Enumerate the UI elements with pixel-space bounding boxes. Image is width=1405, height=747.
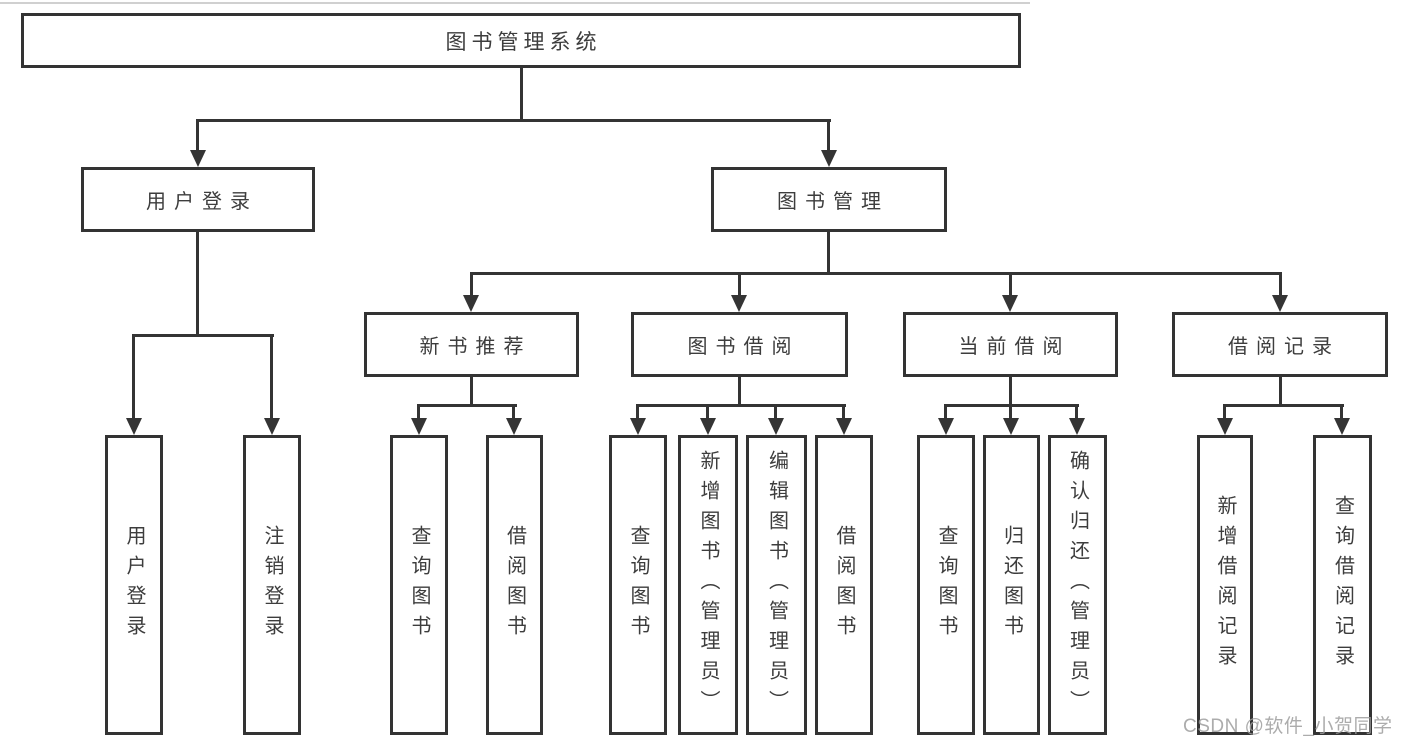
arrowhead-down-icon xyxy=(1334,418,1350,435)
connector-segment xyxy=(706,404,709,419)
connector-segment xyxy=(1223,404,1344,407)
leaf-label: 借阅图书 xyxy=(833,525,855,645)
arrowhead-down-icon xyxy=(1002,295,1018,312)
connector-segment xyxy=(1009,272,1012,296)
connector-segment xyxy=(738,272,741,296)
arrowhead-down-icon xyxy=(1272,295,1288,312)
node-book-management: 图书管理 xyxy=(711,167,947,232)
leaf-query-books-borrow: 查询图书 xyxy=(609,435,667,735)
arrowhead-down-icon xyxy=(126,418,142,435)
leaf-label: 注销登录 xyxy=(261,525,283,645)
node-library-management-system: 图书管理系统 xyxy=(21,13,1021,68)
arrowhead-down-icon xyxy=(1069,418,1085,435)
leaf-label: 新增借阅记录 xyxy=(1214,495,1236,675)
leaf-label: 归还图书 xyxy=(1000,525,1023,645)
arrowhead-down-icon xyxy=(1003,418,1019,435)
arrowhead-down-icon xyxy=(700,418,716,435)
connector-segment xyxy=(520,67,523,120)
connector-segment xyxy=(1075,404,1078,419)
connector-segment xyxy=(842,404,845,419)
connector-segment xyxy=(1279,375,1282,406)
leaf-user-login: 用户登录 xyxy=(105,435,163,735)
connector-segment xyxy=(417,404,420,419)
connector-segment xyxy=(470,272,473,296)
connector-segment xyxy=(417,404,517,407)
connector-segment xyxy=(636,404,846,407)
leaf-label: 编辑图书（管理员） xyxy=(765,450,788,720)
leaf-edit-books-admin: 编辑图书（管理员） xyxy=(746,435,807,735)
arrowhead-down-icon xyxy=(938,418,954,435)
node-borrow-records: 借阅记录 xyxy=(1172,312,1388,377)
leaf-logout: 注销登录 xyxy=(243,435,301,735)
connector-segment xyxy=(738,375,741,406)
connector-segment xyxy=(512,404,515,419)
arrowhead-down-icon xyxy=(768,418,784,435)
node-current-borrow: 当前借阅 xyxy=(903,312,1118,377)
node-user-login: 用户登录 xyxy=(81,167,315,232)
connector-segment xyxy=(1009,375,1012,406)
arrowhead-down-icon xyxy=(506,418,522,435)
csdn-watermark: CSDN @软件_小贺同学 xyxy=(1183,716,1393,737)
arrowhead-down-icon xyxy=(264,418,280,435)
connector-segment xyxy=(196,230,199,337)
connector-segment xyxy=(470,375,473,406)
page-top-divider xyxy=(0,2,1030,4)
connector-segment xyxy=(132,334,274,337)
connector-segment xyxy=(1009,404,1012,419)
leaf-query-books-recommend: 查询图书 xyxy=(390,435,448,735)
arrowhead-down-icon xyxy=(836,418,852,435)
arrowhead-down-icon xyxy=(731,295,747,312)
connector-segment xyxy=(270,334,273,419)
connector-segment xyxy=(1279,272,1282,296)
connector-segment xyxy=(1223,404,1226,419)
leaf-return-books: 归还图书 xyxy=(983,435,1040,735)
leaf-borrow-books: 借阅图书 xyxy=(815,435,873,735)
leaf-label: 借阅图书 xyxy=(503,525,526,645)
arrowhead-down-icon xyxy=(1217,418,1233,435)
leaf-label: 确认归还（管理员） xyxy=(1066,450,1089,720)
arrowhead-down-icon xyxy=(190,150,206,167)
arrowhead-down-icon xyxy=(630,418,646,435)
leaf-add-borrow-record: 新增借阅记录 xyxy=(1197,435,1253,735)
leaf-borrow-books-recommend: 借阅图书 xyxy=(486,435,543,735)
connector-segment xyxy=(1340,404,1343,419)
leaf-label: 新增图书（管理员） xyxy=(697,450,719,720)
leaf-query-borrow-record: 查询借阅记录 xyxy=(1313,435,1372,735)
connector-segment xyxy=(774,404,777,419)
arrowhead-down-icon xyxy=(463,295,479,312)
connector-segment xyxy=(636,404,639,419)
connector-segment xyxy=(827,119,830,151)
leaf-label: 查询图书 xyxy=(408,525,430,645)
arrowhead-down-icon xyxy=(821,150,837,167)
connector-segment xyxy=(827,230,830,275)
leaf-add-books-admin: 新增图书（管理员） xyxy=(678,435,738,735)
connector-segment xyxy=(944,404,947,419)
leaf-confirm-return-admin: 确认归还（管理员） xyxy=(1048,435,1107,735)
node-new-book-recommend: 新书推荐 xyxy=(364,312,579,377)
leaf-label: 用户登录 xyxy=(123,525,145,645)
connector-segment xyxy=(132,334,135,419)
connector-segment xyxy=(196,119,831,122)
leaf-label: 查询图书 xyxy=(935,525,957,645)
leaf-query-books-current: 查询图书 xyxy=(917,435,975,735)
arrowhead-down-icon xyxy=(411,418,427,435)
connector-segment xyxy=(196,119,199,151)
connector-segment xyxy=(470,272,1282,275)
node-book-borrow: 图书借阅 xyxy=(631,312,848,377)
leaf-label: 查询图书 xyxy=(627,525,649,645)
leaf-label: 查询借阅记录 xyxy=(1331,495,1354,675)
